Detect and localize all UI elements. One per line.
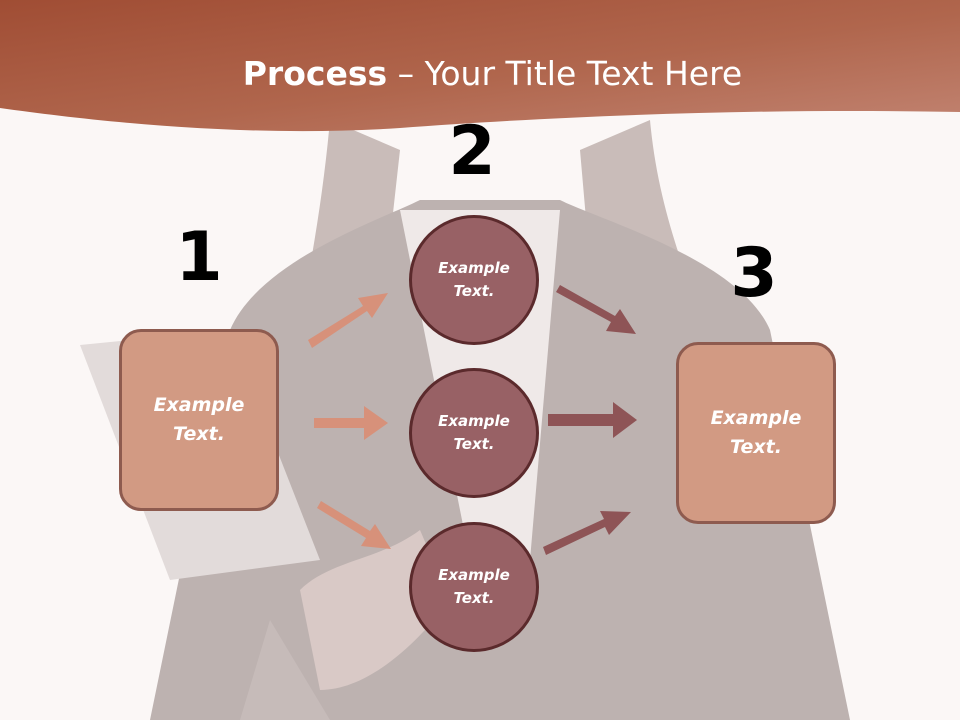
step-number-3: 3: [730, 234, 778, 313]
title-bold: Process: [242, 54, 388, 93]
arrow-1-to-2c: [317, 501, 391, 549]
arrow-2b-to-3: [548, 402, 637, 438]
step-2-text-top: Example Text.: [438, 259, 510, 300]
step-2-circle-middle: Example Text.: [409, 368, 539, 498]
arrow-1-to-2a: [308, 293, 388, 348]
step-2-circle-top: Example Text.: [409, 215, 539, 345]
step-number-1: 1: [175, 218, 223, 297]
arrows-in: [308, 293, 391, 549]
arrows-out: [543, 285, 637, 555]
step-3-text: Example Text.: [710, 407, 802, 458]
title-rest: – Your Title Text Here: [387, 54, 743, 93]
step-2-text-middle: Example Text.: [438, 412, 510, 453]
step-1-box: Example Text.: [119, 329, 279, 511]
step-2-circle-bottom: Example Text.: [409, 522, 539, 652]
step-number-2: 2: [448, 112, 496, 191]
arrow-1-to-2b: [314, 406, 388, 440]
step-2-text-bottom: Example Text.: [438, 566, 510, 607]
header-band: [0, 0, 960, 132]
arrow-2c-to-3: [543, 511, 631, 555]
step-3-box: Example Text.: [676, 342, 836, 524]
slide-title: Process – Your Title Text Here: [0, 52, 960, 96]
arrow-2a-to-3: [556, 285, 636, 334]
step-1-text: Example Text.: [153, 394, 245, 445]
